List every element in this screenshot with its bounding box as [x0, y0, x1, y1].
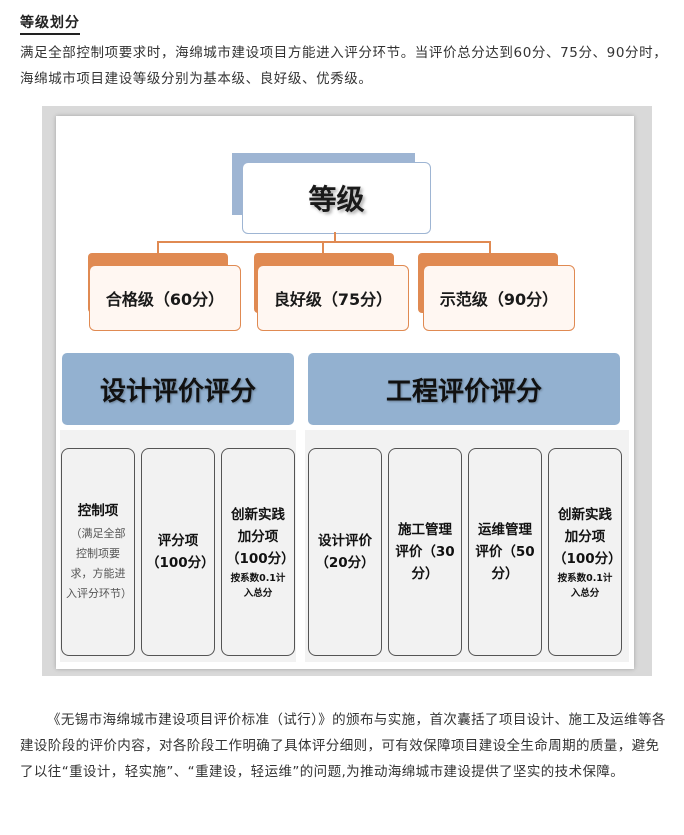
level-excellent: 示范级（90分） — [423, 265, 575, 331]
connector-middle — [322, 241, 324, 255]
connector-vertical-root — [334, 232, 336, 242]
level-good: 良好级（75分） — [257, 265, 409, 331]
section-heading: 等级划分 — [20, 12, 80, 35]
card-control-items: 控制项 （满足全部控制项要求，方能进入评分环节） — [61, 448, 135, 656]
card-construction-management: 施工管理评价（30分） — [388, 448, 462, 656]
intro-paragraph: 满足全部控制项要求时，海绵城市建设项目方能进入评分环节。当评价总分达到60分、7… — [20, 45, 668, 87]
card-innovation-bonus-engineering: 创新实践加分项（100分） 按系数0.1计入总分 — [548, 448, 622, 656]
card-title: 施工管理评价（30分） — [395, 522, 455, 582]
card-title: 控制项 — [77, 503, 119, 519]
card-title: 创新实践加分项（100分） — [553, 506, 622, 567]
level-basic: 合格级（60分） — [89, 265, 241, 331]
category-engineering-evaluation: 工程评价评分 — [308, 353, 620, 425]
card-note: 按系数0.1计入总分 — [557, 572, 613, 599]
card-title: 评分项（100分） — [146, 533, 215, 571]
card-title: 创新实践加分项（100分） — [226, 506, 295, 567]
connector-left — [157, 241, 159, 255]
card-scoring-items: 评分项（100分） — [141, 448, 215, 656]
category-design-evaluation: 设计评价评分 — [62, 353, 294, 425]
card-innovation-bonus: 创新实践加分项（100分） 按系数0.1计入总分 — [221, 448, 295, 656]
connector-horizontal — [157, 241, 491, 243]
outro-paragraph: 《无锡市海绵城市建设项目评价标准（试行）》的颁布与实施，首次囊括了项目设计、施工… — [20, 712, 666, 780]
root-box: 等级 — [242, 162, 431, 234]
connector-right — [489, 241, 491, 255]
card-title: 运维管理评价（50分） — [475, 522, 535, 582]
card-title: 设计评价（20分） — [315, 533, 375, 571]
card-operation-management: 运维管理评价（50分） — [468, 448, 542, 656]
card-note: 按系数0.1计入总分 — [230, 572, 286, 599]
card-subtitle: （满足全部控制项要求，方能进入评分环节） — [66, 527, 132, 600]
card-design-evaluation: 设计评价（20分） — [308, 448, 382, 656]
